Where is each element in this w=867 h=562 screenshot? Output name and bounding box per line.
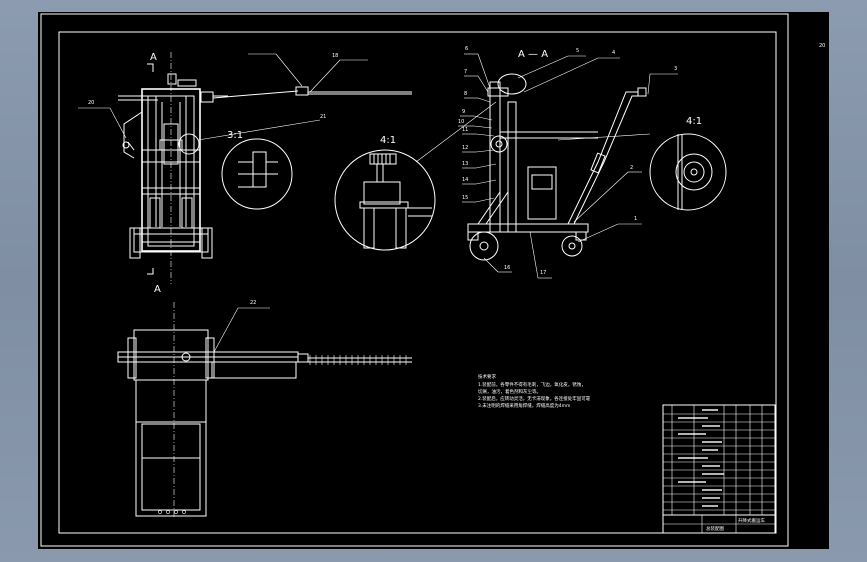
balloon-8: 8 xyxy=(464,91,467,97)
balloon-22: 22 xyxy=(250,300,256,306)
side-view-a-a: A — A 3 2 1 xyxy=(458,46,678,279)
notes-title: 技术要求 xyxy=(478,373,496,380)
balloon-10: 10 xyxy=(458,119,464,125)
balloon-20: 20 xyxy=(88,100,94,106)
scale-4-1-left: 4:1 xyxy=(380,135,396,146)
detail-4-1-wheel: 4:1 xyxy=(557,116,727,211)
balloon-1: 1 xyxy=(634,216,637,222)
balloon-12: 12 xyxy=(462,145,468,151)
title-drawing-no: 总装配图 xyxy=(706,525,724,532)
top-view: 22 xyxy=(117,300,412,518)
balloon-11: 11 xyxy=(462,127,468,133)
balloon-9: 9 xyxy=(462,109,465,115)
balloon-17: 17 xyxy=(540,270,546,276)
scale-4-1-right: 4:1 xyxy=(686,116,702,127)
title-block: 升降式搬运车 总装配图 xyxy=(662,404,776,534)
notes-line-4: 3.未注明的焊缝采用角焊缝，焊缝高度为4mm xyxy=(478,402,570,409)
sheet-outer-border xyxy=(40,13,789,547)
front-view: A A xyxy=(78,52,412,295)
notes-line-3: 2.装配后，应转动灵活，无卡滞现象，各连接处牢固可靠 xyxy=(478,395,591,402)
balloon-21: 21 xyxy=(320,114,326,120)
section-a-bottom: A xyxy=(154,284,161,295)
balloon-5: 5 xyxy=(576,48,579,54)
drawing-canvas: 20 A A xyxy=(40,13,825,547)
balloon-14: 14 xyxy=(462,177,468,183)
sheet-inner-frame xyxy=(58,31,777,534)
balloon-2: 2 xyxy=(630,165,633,171)
section-a-top: A xyxy=(150,52,157,63)
balloon-6: 6 xyxy=(465,46,468,52)
title-drawing-name: 升降式搬运车 xyxy=(738,517,765,524)
cad-viewport[interactable]: 20 A A xyxy=(38,12,829,549)
balloon-3: 3 xyxy=(674,66,677,72)
balloon-18: 18 xyxy=(332,53,338,59)
balloon-13: 13 xyxy=(462,161,468,167)
technical-notes: 技术要求 1.装配前，各零件不得有毛刺，飞边，氧化皮，锈蚀， 切屑，油污，着色剂… xyxy=(478,373,591,409)
notes-line-2: 切屑，油污，着色剂和灰尘等。 xyxy=(478,388,541,395)
balloon-4: 4 xyxy=(612,50,615,56)
balloon-15: 15 xyxy=(462,195,468,201)
sheet-corner-number: 20 xyxy=(819,43,825,49)
balloon-7: 7 xyxy=(464,69,467,75)
balloon-16: 16 xyxy=(504,265,510,271)
section-a-a: A — A xyxy=(518,49,548,60)
notes-line-1: 1.装配前，各零件不得有毛刺，飞边，氧化皮，锈蚀， xyxy=(478,381,586,388)
scale-3-1: 3:1 xyxy=(227,130,243,141)
detail-4-1-knob: 4:1 xyxy=(334,101,497,251)
